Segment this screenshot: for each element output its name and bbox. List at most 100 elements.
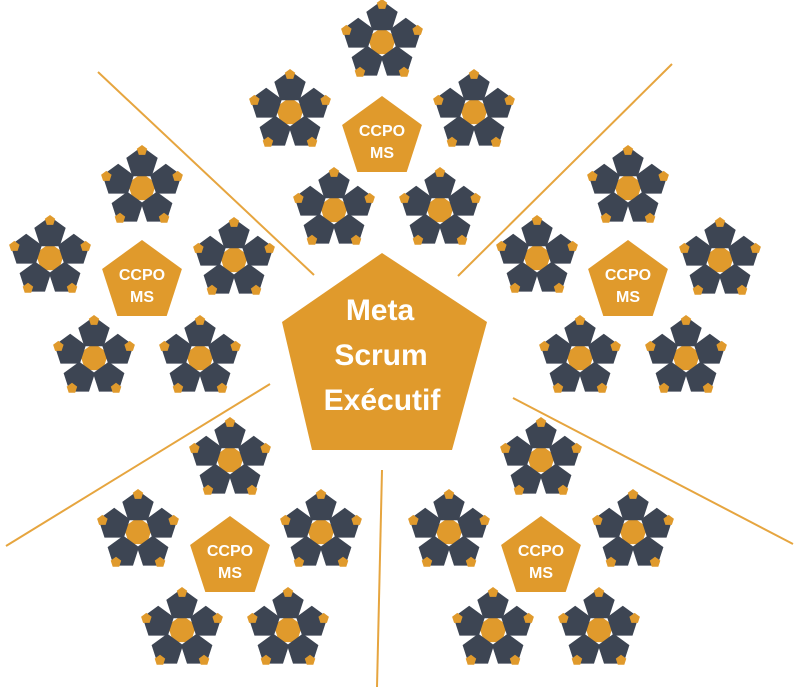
team-member-pentagon bbox=[501, 605, 533, 636]
product-owner-pentagon bbox=[367, 27, 397, 55]
team-member-pentagon bbox=[194, 235, 226, 266]
ccpo-label-line-1: CCPO bbox=[207, 543, 253, 560]
team-member-marker bbox=[470, 192, 481, 203]
team-member-marker bbox=[552, 382, 564, 393]
team-member-marker bbox=[88, 315, 100, 325]
ccpo-label-line-2: MS bbox=[218, 565, 242, 582]
team-member-pentagon bbox=[588, 163, 620, 194]
team-member-marker bbox=[280, 514, 291, 525]
divider-line bbox=[5, 383, 271, 547]
team-member-marker bbox=[66, 282, 78, 293]
team-member-pentagon bbox=[208, 333, 240, 364]
product-owner-pentagon bbox=[526, 445, 556, 473]
team-member-pentagon bbox=[58, 233, 90, 264]
team-member-marker bbox=[593, 587, 605, 597]
team-member-marker bbox=[101, 170, 112, 181]
team-member-marker bbox=[44, 215, 56, 225]
team-member-pentagon bbox=[318, 168, 350, 199]
team-member-marker bbox=[592, 514, 603, 525]
team-member-marker bbox=[490, 136, 502, 147]
team-member-marker bbox=[750, 242, 761, 253]
team-member-pentagon bbox=[146, 507, 178, 538]
ccpo-label-line-2: MS bbox=[616, 289, 640, 306]
product-owner-pentagon bbox=[123, 517, 153, 545]
team-member-pentagon bbox=[400, 185, 432, 216]
product-owner-pentagon bbox=[127, 173, 157, 201]
team-member-pentagon bbox=[694, 333, 726, 364]
team-member-marker bbox=[124, 340, 135, 351]
team-member-pentagon bbox=[10, 233, 42, 264]
team-member-marker bbox=[351, 514, 362, 525]
team-member-marker bbox=[408, 514, 419, 525]
team-member-marker bbox=[320, 94, 331, 105]
team-member-marker bbox=[284, 69, 296, 79]
product-owner-pentagon bbox=[584, 615, 614, 643]
team-member-marker bbox=[66, 382, 78, 393]
team-member-marker bbox=[198, 654, 210, 665]
team-member-marker bbox=[154, 556, 166, 567]
group-right: CCPO MS bbox=[496, 145, 761, 393]
ccpo-ms-pentagon bbox=[342, 96, 422, 172]
team-member-pentagon bbox=[607, 605, 639, 636]
scrum-team bbox=[53, 315, 135, 393]
product-owner-pentagon bbox=[671, 343, 701, 371]
product-owner-pentagon bbox=[319, 195, 349, 223]
ccpo-ms-pentagon bbox=[588, 240, 668, 316]
team-member-pentagon bbox=[448, 185, 480, 216]
team-member-marker bbox=[496, 240, 507, 251]
product-owner-pentagon bbox=[306, 517, 336, 545]
team-member-marker bbox=[202, 484, 214, 495]
team-member-pentagon bbox=[248, 605, 280, 636]
team-member-marker bbox=[716, 340, 727, 351]
team-member-marker bbox=[627, 489, 639, 499]
team-member-marker bbox=[443, 489, 455, 499]
team-member-marker bbox=[364, 192, 375, 203]
team-member-marker bbox=[587, 170, 598, 181]
team-member-marker bbox=[22, 282, 34, 293]
team-member-pentagon bbox=[636, 163, 668, 194]
team-member-pentagon bbox=[482, 87, 514, 118]
team-member-marker bbox=[328, 167, 340, 177]
scrum-team bbox=[500, 417, 582, 495]
team-member-pentagon bbox=[238, 435, 270, 466]
team-member-pentagon bbox=[704, 218, 736, 249]
team-member-pentagon bbox=[521, 216, 553, 247]
team-member-marker bbox=[282, 587, 294, 597]
team-member-marker bbox=[158, 212, 170, 223]
meta-scrum-executive-pentagon: Meta Scrum Exécutif bbox=[282, 253, 487, 450]
team-member-pentagon bbox=[142, 605, 174, 636]
product-owner-pentagon bbox=[434, 517, 464, 545]
product-owner-pentagon bbox=[215, 445, 245, 473]
team-member-marker bbox=[132, 489, 144, 499]
team-member-pentagon bbox=[190, 435, 222, 466]
team-member-marker bbox=[306, 234, 318, 245]
team-member-pentagon bbox=[305, 490, 337, 521]
ccpo-label-line-1: CCPO bbox=[605, 267, 651, 284]
team-member-pentagon bbox=[274, 70, 306, 101]
team-member-pentagon bbox=[190, 605, 222, 636]
ccpo-ms-pentagon bbox=[501, 516, 581, 592]
team-member-pentagon bbox=[150, 163, 182, 194]
team-member-marker bbox=[658, 170, 669, 181]
team-member-pentagon bbox=[102, 333, 134, 364]
team-member-marker bbox=[293, 556, 305, 567]
team-member-marker bbox=[567, 240, 578, 251]
product-owner-pentagon bbox=[35, 243, 65, 271]
scrum-team bbox=[97, 489, 179, 567]
team-member-marker bbox=[306, 136, 318, 147]
team-member-marker bbox=[354, 66, 366, 77]
divider-lines bbox=[5, 63, 794, 687]
team-member-marker bbox=[571, 442, 582, 453]
team-member-marker bbox=[412, 234, 424, 245]
team-member-pentagon bbox=[641, 507, 673, 538]
product-owner-pentagon bbox=[167, 615, 197, 643]
team-member-marker bbox=[376, 0, 388, 9]
team-member-pentagon bbox=[342, 17, 374, 48]
product-owner-pentagon bbox=[273, 615, 303, 643]
team-member-marker bbox=[228, 217, 240, 227]
team-member-pentagon bbox=[424, 168, 456, 199]
team-member-pentagon bbox=[564, 316, 596, 347]
team-member-marker bbox=[159, 340, 170, 351]
team-member-pentagon bbox=[501, 435, 533, 466]
team-member-marker bbox=[304, 654, 316, 665]
